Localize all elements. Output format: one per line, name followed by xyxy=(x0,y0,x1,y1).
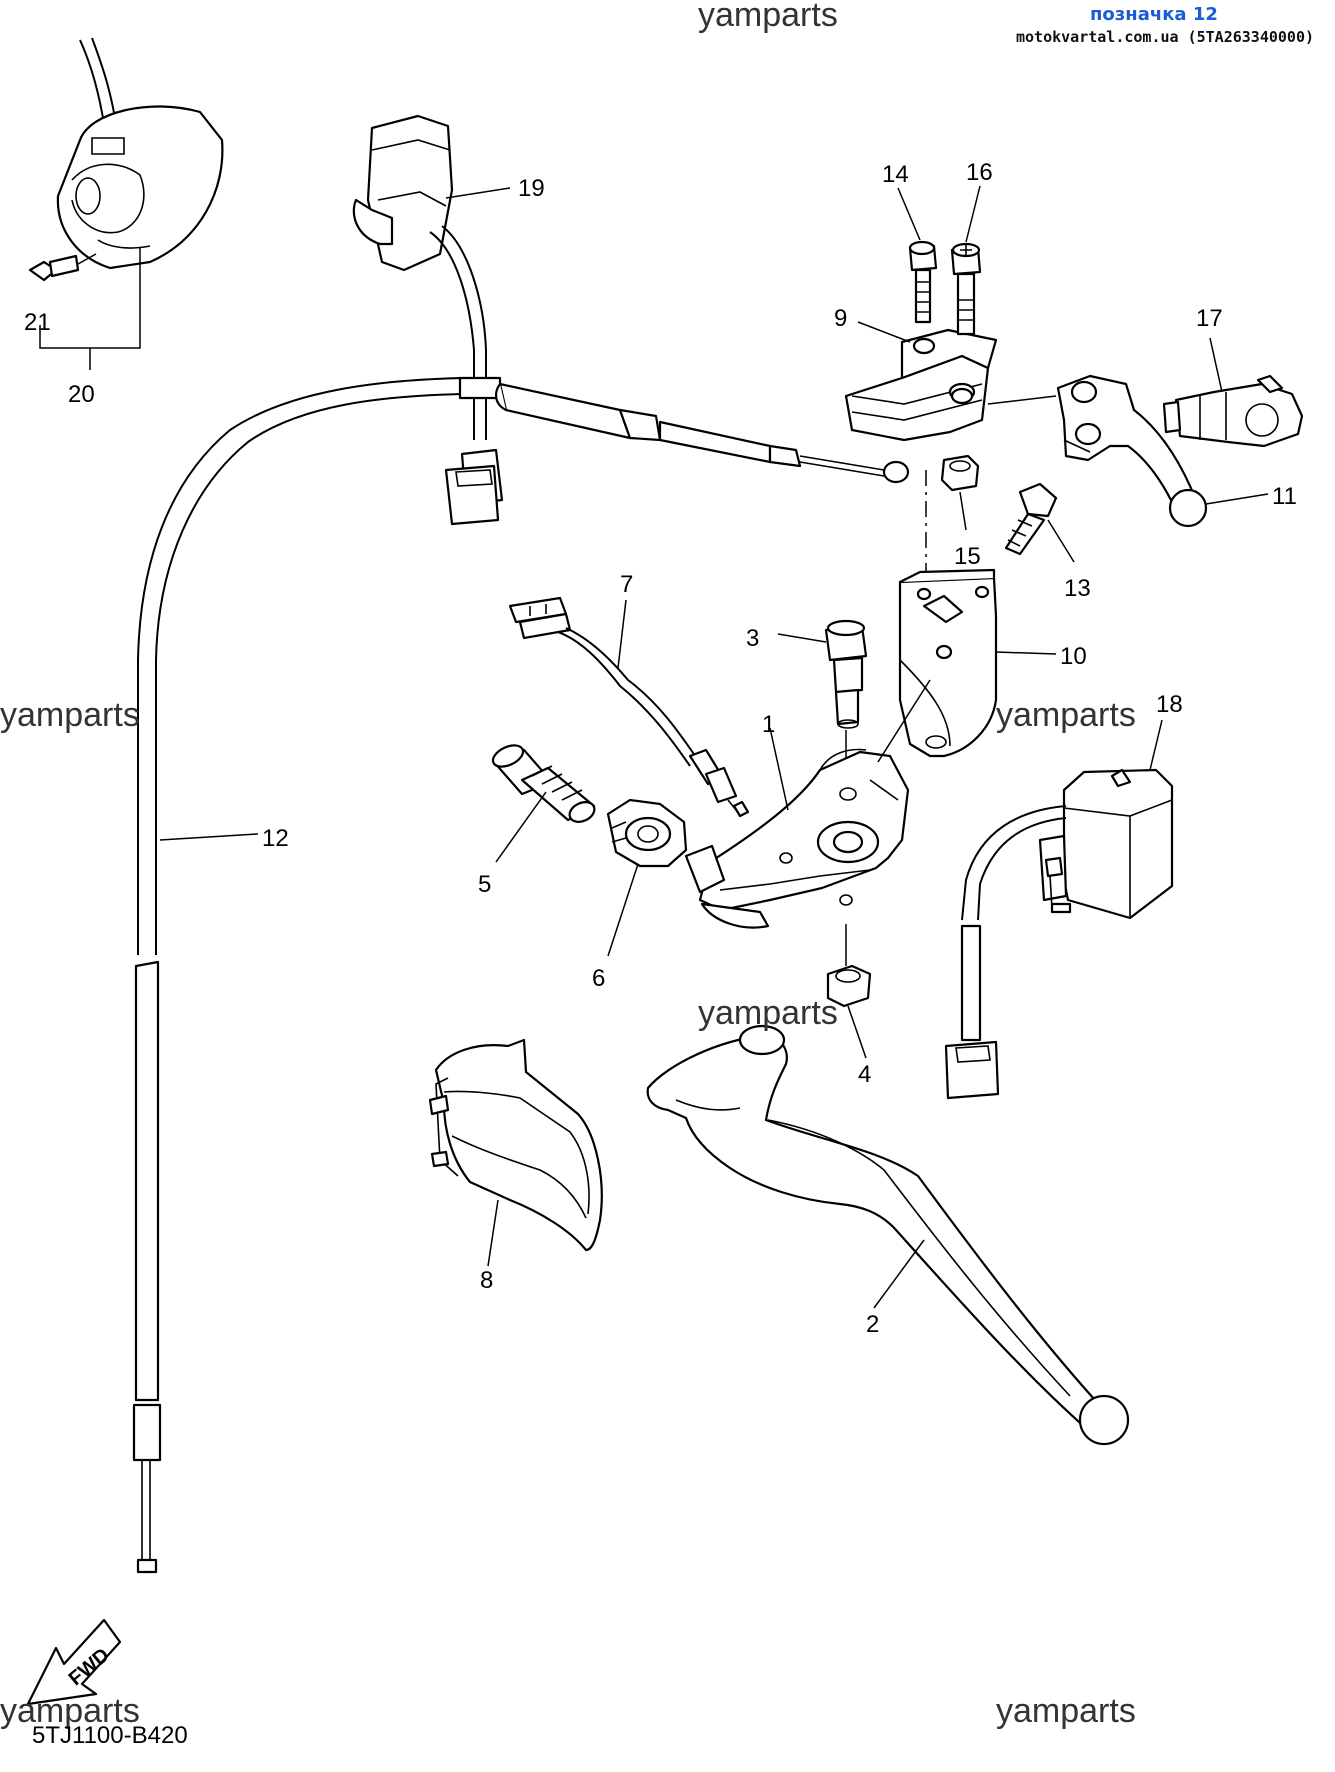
part-20-switch-housing xyxy=(56,37,224,270)
leader-9-to-17 xyxy=(987,395,1057,405)
leader-13 xyxy=(1047,519,1075,563)
callout-11: 11 xyxy=(1272,483,1297,510)
part-7-switch-wire xyxy=(508,596,750,818)
leader-8 xyxy=(487,1199,499,1267)
callout-1: 1 xyxy=(762,711,775,738)
part-11-lever xyxy=(1056,374,1208,528)
part-1-lever-holder xyxy=(684,748,910,929)
leader-4 xyxy=(847,1005,867,1059)
callout-7: 7 xyxy=(620,571,633,598)
leader-6 xyxy=(607,863,639,957)
part-8-lever-cover xyxy=(428,1038,603,1252)
part-12-clutch-cable xyxy=(132,376,910,1574)
leader-17 xyxy=(1209,337,1223,393)
callout-15: 15 xyxy=(954,543,981,570)
leader-12 xyxy=(159,833,259,841)
callout-19: 19 xyxy=(518,175,545,202)
callout-10: 10 xyxy=(1060,643,1087,670)
callout-8: 8 xyxy=(480,1267,493,1294)
callout-3: 3 xyxy=(746,625,759,652)
callout-9: 9 xyxy=(834,305,847,332)
callout-2: 2 xyxy=(866,1311,879,1338)
axis-1-10 xyxy=(877,679,931,763)
callout-21: 21 xyxy=(24,309,51,336)
leader-5 xyxy=(495,791,547,863)
part-6-locknut xyxy=(606,798,688,868)
leader-18 xyxy=(1149,719,1163,771)
leader-1 xyxy=(769,727,789,811)
callout-5: 5 xyxy=(478,871,491,898)
part-21-screw xyxy=(28,253,97,282)
leader-15 xyxy=(959,491,967,531)
watermark-center: yamparts xyxy=(698,994,838,1032)
watermark-left: yamparts xyxy=(0,696,140,734)
part-18-kill-switch xyxy=(944,768,1174,1100)
part-19-switch xyxy=(352,114,504,526)
callout-20: 20 xyxy=(68,381,95,408)
diagram-code: 5TJ1100-B420 xyxy=(32,1722,188,1749)
leader-2 xyxy=(873,1239,925,1309)
part-3-pivot-bolt xyxy=(824,619,868,729)
leader-7 xyxy=(617,599,627,669)
callout-6: 6 xyxy=(592,965,605,992)
callout-12: 12 xyxy=(262,825,289,852)
part-16-bolt xyxy=(950,242,982,336)
callout-16: 16 xyxy=(966,159,993,186)
leader-14 xyxy=(897,187,921,241)
watermark-right: yamparts xyxy=(996,696,1136,734)
part-4-nut xyxy=(826,964,872,1008)
bracket-20-21 xyxy=(39,248,141,370)
part-2-clutch-lever xyxy=(646,1024,1130,1446)
part-17-holder xyxy=(1162,374,1304,448)
watermark-bottom-left: yamparts xyxy=(0,1692,140,1730)
leader-10 xyxy=(995,651,1057,655)
part-9-mount xyxy=(844,328,998,442)
header-title: позначка 12 xyxy=(1090,4,1218,25)
leader-16 xyxy=(965,185,981,243)
watermark-top: yamparts xyxy=(698,0,838,34)
fwd-arrow-icon: FWD xyxy=(26,1618,122,1706)
callout-13: 13 xyxy=(1064,575,1091,602)
callout-4: 4 xyxy=(858,1061,871,1088)
header-subtitle: motokvartal.com.ua (5TA263340000) xyxy=(1016,28,1315,46)
leader-9 xyxy=(857,321,911,343)
callout-14: 14 xyxy=(882,161,909,188)
part-5-adjuster xyxy=(491,744,596,823)
part-14-bolt xyxy=(908,240,938,324)
leader-19 xyxy=(445,187,511,199)
part-15-nut xyxy=(940,454,980,492)
watermark-bottom-right: yamparts xyxy=(996,1692,1136,1730)
part-13-screw xyxy=(1004,482,1058,556)
part-10-clamp xyxy=(898,568,998,758)
callout-18: 18 xyxy=(1156,691,1183,718)
leader-3 xyxy=(777,633,827,643)
callout-17: 17 xyxy=(1196,305,1223,332)
leader-11 xyxy=(1205,493,1269,505)
